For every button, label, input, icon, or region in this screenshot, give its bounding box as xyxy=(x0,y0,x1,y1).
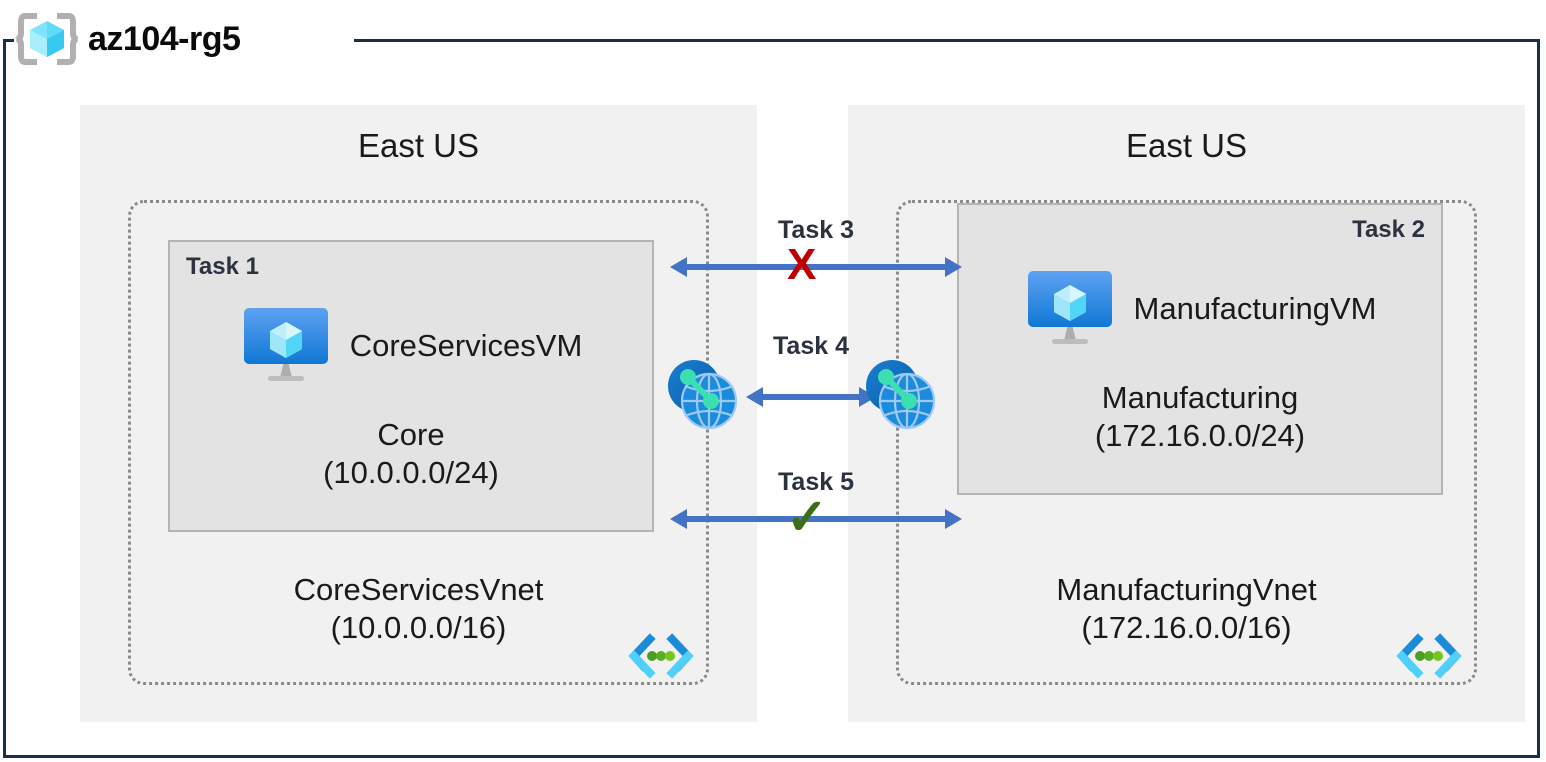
connector-label-task-5: Task 5 xyxy=(778,468,854,496)
connector-label-task-3: Task 3 xyxy=(778,216,854,244)
connector-line xyxy=(686,516,946,522)
subnet-core: Task 1 xyxy=(168,240,654,532)
resource-group-cube-icon xyxy=(16,11,78,67)
vnet-peering-icon xyxy=(862,355,940,433)
frame-header-notch xyxy=(14,30,354,50)
vm-row: CoreServicesVM xyxy=(170,304,652,388)
vnet-manufacturingvnet: Task 2 xyxy=(896,200,1477,685)
vm-name-manufacturingvm: ManufacturingVM xyxy=(1133,291,1377,326)
arrow-head-left-icon xyxy=(746,387,763,407)
subnet-manufacturing: Task 2 xyxy=(957,203,1443,495)
task-label-task-1: Task 1 xyxy=(186,253,259,280)
task-label-task-2: Task 2 xyxy=(1352,216,1425,243)
region-label: East US xyxy=(357,127,480,164)
vnet-address-space: (172.16.0.0/16) xyxy=(1081,609,1292,645)
vnet-address-space: (10.0.0.0/16) xyxy=(330,609,507,645)
connector-line xyxy=(686,264,946,270)
arrow-head-right-icon xyxy=(945,257,962,277)
virtual-network-icon xyxy=(628,633,694,679)
arrow-head-left-icon xyxy=(670,509,687,529)
arrow-head-right-icon xyxy=(945,509,962,529)
virtual-machine-icon xyxy=(240,304,332,388)
region-panel-east-us-right: East US Task 2 xyxy=(848,105,1525,722)
resource-group-header: az104-rg5 xyxy=(16,8,241,70)
vm-name-coreservicesvm: CoreServicesVM xyxy=(349,328,583,363)
subnet-name: Manufacturing xyxy=(1101,380,1299,415)
subnet-cidr: (172.16.0.0/24) xyxy=(1094,417,1306,453)
vnet-name: ManufacturingVnet xyxy=(1056,572,1317,607)
region-panel-east-us-left: East US Task 1 xyxy=(80,105,757,722)
subnet-cidr: (10.0.0.0/24) xyxy=(323,454,499,490)
resource-group-frame xyxy=(3,39,1540,758)
allowed-check-icon: ✓ xyxy=(786,489,828,545)
vnet-label-coreservicesvnet: CoreServicesVnet (10.0.0.0/16) xyxy=(131,571,706,647)
blocked-cross-icon: X xyxy=(787,240,817,289)
virtual-network-icon xyxy=(1396,633,1462,679)
subnet-core-details: Core (10.0.0.0/24) xyxy=(170,416,652,492)
region-label: East US xyxy=(1125,127,1248,164)
virtual-machine-icon xyxy=(1024,267,1116,351)
vm-row: ManufacturingVM xyxy=(959,267,1441,351)
vnet-coreservicesvnet: Task 1 xyxy=(128,200,709,685)
connector-line xyxy=(762,394,860,400)
subnet-manufacturing-details: Manufacturing (172.16.0.0/24) xyxy=(959,379,1441,455)
vnet-peering-icon xyxy=(664,355,742,433)
resource-group-name: az104-rg5 xyxy=(88,19,241,58)
arrow-head-left-icon xyxy=(670,257,687,277)
vnet-label-manufacturingvnet: ManufacturingVnet (172.16.0.0/16) xyxy=(899,571,1474,647)
vnet-name: CoreServicesVnet xyxy=(293,572,544,607)
connector-label-task-4: Task 4 xyxy=(773,332,849,360)
subnet-name: Core xyxy=(377,417,445,452)
